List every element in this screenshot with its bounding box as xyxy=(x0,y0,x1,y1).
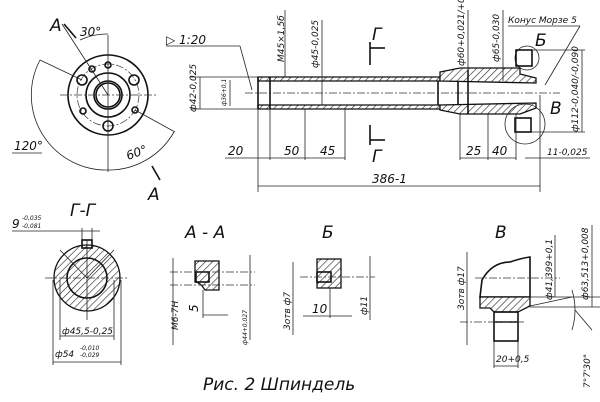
taper-label: ▷ 1:20 xyxy=(166,33,206,47)
detail-v-marker: В xyxy=(550,99,562,119)
d65-label: ф65-0,030 xyxy=(492,14,502,62)
d54-label: ф54 xyxy=(55,350,74,360)
section-g-top-label: Г xyxy=(372,25,383,45)
morse-taper-label: Конус Морзе 5 xyxy=(508,16,577,26)
dim-40: 40 xyxy=(492,144,508,158)
holes-7-label: 3отв ф7 xyxy=(283,292,293,330)
dim-11: 11-0,025 xyxy=(547,148,588,158)
section-g-bottom-label: Г xyxy=(372,147,383,167)
d42-label: ф42-0,025 xyxy=(189,64,199,112)
dim-25: 25 xyxy=(466,144,481,158)
dim-386: 386-1 xyxy=(372,172,407,186)
section-mark-a-bottom: А xyxy=(147,185,160,205)
detail-b-title: Б xyxy=(322,223,334,243)
d36-label: ф36+0,1 xyxy=(221,79,228,106)
spindle-section-view: Г Г ▷ 1:20 M45×1,5б ф42-0,025 ф36+0,1 ф4… xyxy=(166,0,590,192)
dim-10: 10 xyxy=(312,302,328,316)
d112-label: ф112-0,040/-0,090 xyxy=(571,46,581,132)
holes-17-label: 3отв ф17 xyxy=(457,266,467,310)
angle-30-label: 30° xyxy=(80,25,101,39)
thread-m6-label: M6-7H xyxy=(171,301,181,330)
detail-b-view: Б 3отв ф7 10 ф11 xyxy=(283,223,375,335)
d44-label: ф44+0,027 xyxy=(242,310,249,345)
dim-45: 45 xyxy=(320,144,335,158)
key-width-label: 9 xyxy=(12,217,20,231)
detail-b-marker: Б xyxy=(535,31,547,51)
key-tol-upper: -0,035 xyxy=(22,215,42,222)
d60-label: ф60+0,021/+0,002 xyxy=(457,0,467,66)
section-mark-a-top: А xyxy=(49,16,62,36)
thread-label: M45×1,5б xyxy=(277,15,287,62)
section-gg-title: Г-Г xyxy=(70,201,97,221)
dim-20: 20 xyxy=(228,144,244,158)
angle-60-label: 60° xyxy=(124,142,149,162)
section-gg-view: Г-Г 9 -0,035 -0,081 ф45,5-0,25 ф54 -0,01… xyxy=(12,201,128,365)
d41-label: ф41,399+0,1 xyxy=(545,239,555,300)
angle-120-label: 120° xyxy=(14,139,43,153)
dim-50: 50 xyxy=(284,144,300,158)
key-tol-lower: -0,081 xyxy=(22,223,41,230)
d45-label: ф45-0,025 xyxy=(311,20,321,68)
flange-end-view: А 30° 120° 60° А xyxy=(12,16,176,205)
d54-tol-upper: -0,010 xyxy=(80,345,100,352)
d63-label: ф63,513+0,008 xyxy=(581,227,591,300)
detail-v-view: В 3отв ф17 ф41,399+0,1 ф63,513+0,008 20+… xyxy=(457,223,600,388)
detail-v-title: В xyxy=(495,223,507,243)
d54-tol-lower: -0,029 xyxy=(80,352,100,359)
d455-label: ф45,5-0,25 xyxy=(62,327,113,337)
d11-label: ф11 xyxy=(360,296,370,315)
figure-caption: Рис. 2 Шпиндель xyxy=(203,375,355,395)
dim-5: 5 xyxy=(187,304,201,312)
section-aa-view: А - А M6-7H 5 ф44+0,027 xyxy=(170,223,255,345)
angle-7-label: 7°7'30" xyxy=(583,354,593,388)
dim-20-05: 20+0,5 xyxy=(496,355,530,365)
section-aa-title: А - А xyxy=(184,223,225,243)
